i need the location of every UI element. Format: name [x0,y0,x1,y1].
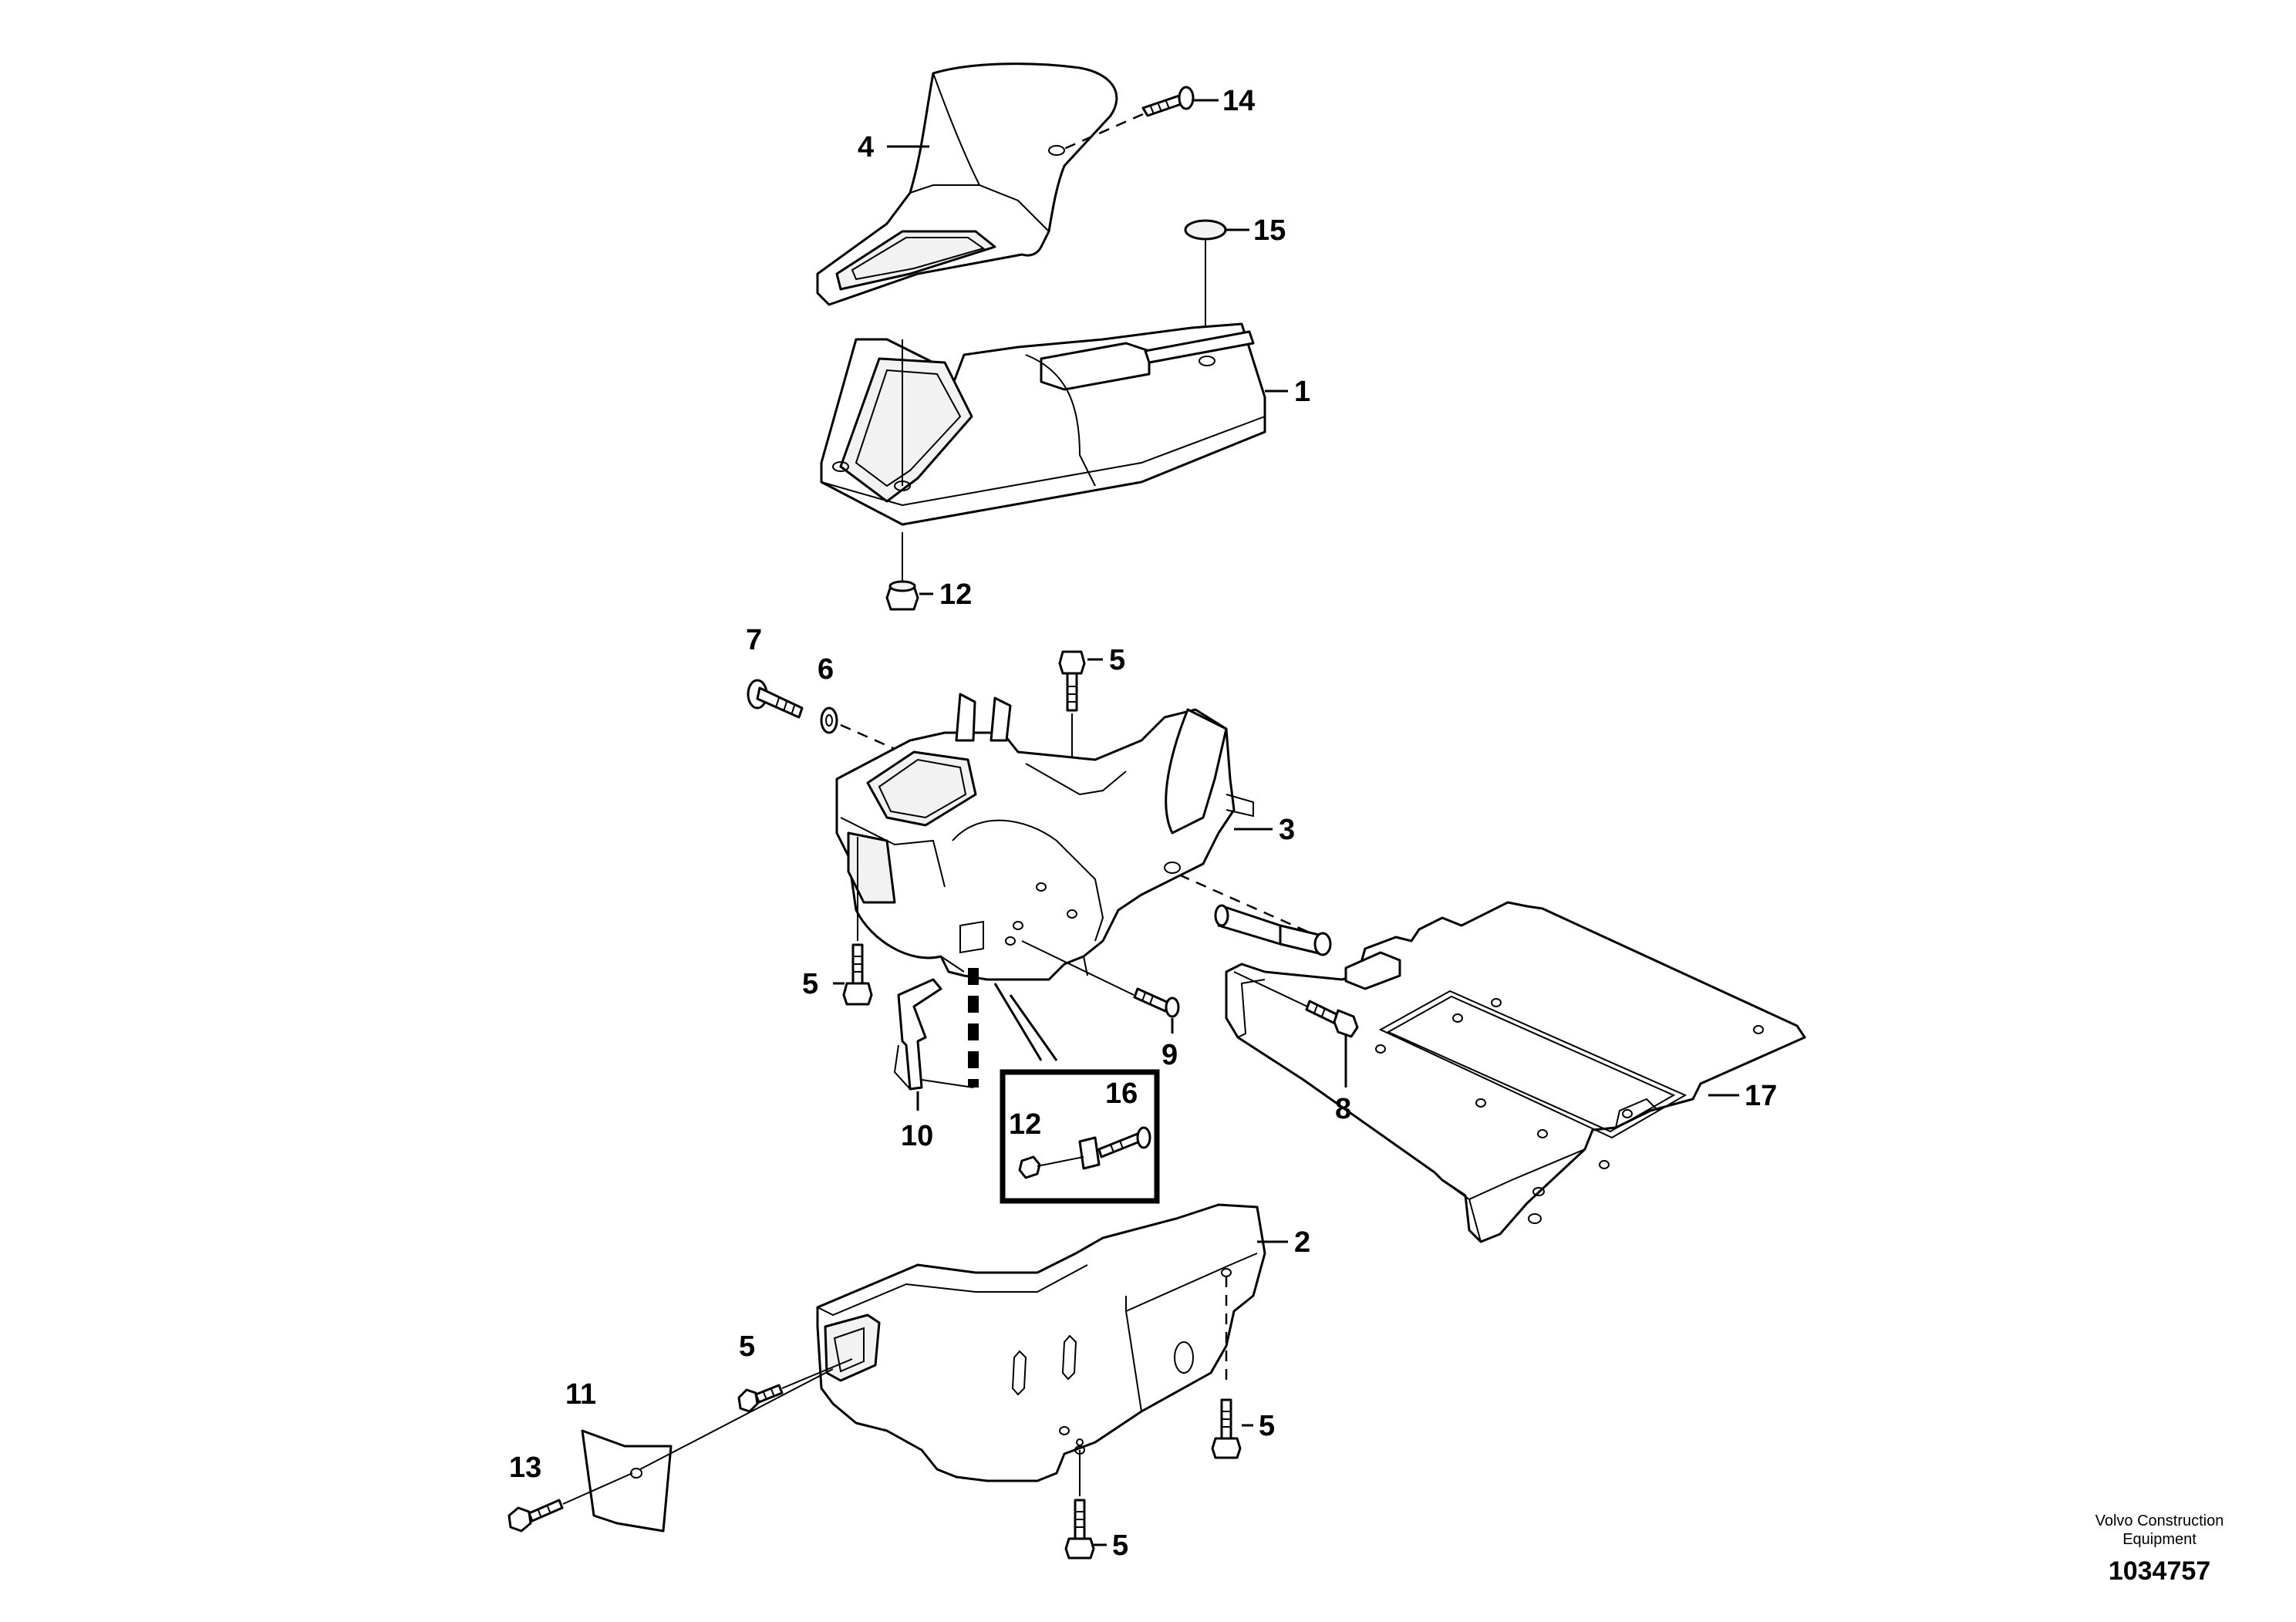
footer-branding: Volvo Construction Equipment 1034757 [2095,1512,2224,1586]
callout-14: 14 [1222,85,1255,117]
part-5-bolt-lower-left [737,1358,853,1413]
callout-7: 7 [746,624,762,656]
callout-13: 13 [509,1452,541,1484]
brand-line-2: Equipment [2122,1531,2197,1548]
callout-6: 6 [818,653,834,686]
part-17-mounting-plate [1225,901,1806,1243]
callout-5-bottom: 5 [1112,1529,1128,1562]
callout-3: 3 [1279,814,1295,846]
callout-1: 1 [1294,376,1310,408]
part-6-washer [820,706,1312,935]
callout-labels: 4 14 15 1 12 7 6 5 3 5 9 8 10 12 16 17 2… [509,85,1777,1562]
part-5-bolt-bottom [1064,1499,1095,1560]
part-9-bolt [1021,940,1180,1018]
hinge-pin [1214,904,1332,956]
part-11-plate [581,1368,834,1533]
callout-5-lower-right: 5 [1259,1410,1275,1442]
callout-9: 9 [1161,1039,1178,1071]
callout-16: 16 [1105,1077,1138,1110]
part-12-nut-top [885,532,919,611]
part-7-bolt [747,679,804,719]
part-1-console-cover [820,322,1266,526]
callout-8: 8 [1335,1093,1351,1125]
callout-11: 11 [565,1378,596,1411]
detail-inset [993,983,1160,1204]
callout-15: 15 [1253,214,1286,247]
callout-2: 2 [1294,1226,1310,1259]
part-5-bolt-lower-right [1211,1398,1242,1459]
part-2-lower-cover [816,1203,1266,1496]
leader-lines [833,99,1739,1546]
callout-12-detail: 12 [1009,1108,1041,1141]
callout-17: 17 [1745,1080,1777,1112]
part-8-bolt [1233,971,1359,1038]
part-5-bolt-top [1058,650,1086,794]
brand-line-1: Volvo Construction [2095,1512,2224,1529]
callout-5-lower-left: 5 [739,1330,755,1363]
part-3-console-frame [835,693,1254,981]
callout-10: 10 [901,1120,933,1152]
callout-5-top: 5 [1109,644,1125,676]
callout-12-top: 12 [939,578,972,611]
part-13-screw [507,1472,633,1533]
document-number: 1034757 [2109,1556,2210,1586]
callout-4: 4 [858,131,874,164]
part-5-bolt-left [842,837,873,1006]
part-4-armrest-cover [816,62,1118,306]
part-10-bracket [893,968,979,1091]
callout-5-left: 5 [802,968,818,1000]
part-14-screw [1060,86,1195,152]
